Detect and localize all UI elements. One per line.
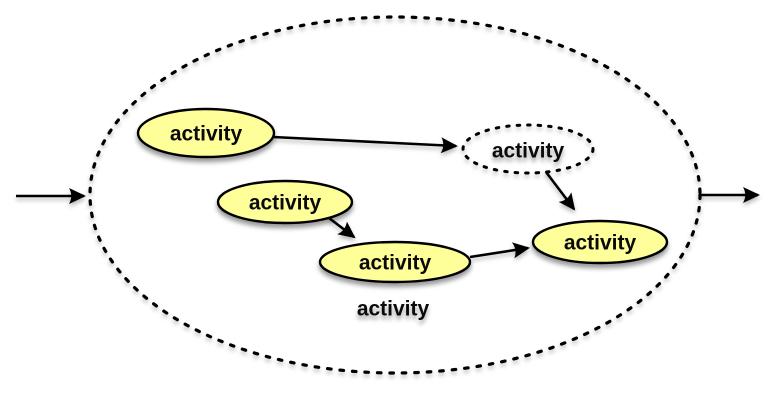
node-activity-top-left: activity	[136, 107, 276, 159]
node-ellipse	[531, 219, 669, 265]
node-ellipse	[216, 179, 354, 225]
edge-topleft-to-dotted	[272, 135, 458, 154]
node-ellipse-dotted	[461, 123, 595, 175]
edge-dotted-to-right	[544, 171, 576, 211]
node-label: activity	[359, 252, 432, 275]
free-activity-label: activity	[357, 298, 430, 321]
edge-midleft-to-bottom	[328, 216, 356, 239]
node-label: activity	[249, 192, 322, 215]
node-activity-right: activity	[531, 219, 669, 265]
node-label: activity	[564, 232, 637, 255]
edge-bottom-to-right	[469, 242, 530, 259]
node-label: activity	[170, 123, 243, 146]
node-activity-bottom-center: activity	[318, 240, 472, 284]
node-activity-dotted: activity	[461, 123, 595, 175]
node-ellipse	[318, 240, 472, 284]
node-ellipse	[136, 107, 276, 159]
node-activity-mid-left: activity	[216, 179, 354, 225]
node-label: activity	[492, 140, 565, 163]
